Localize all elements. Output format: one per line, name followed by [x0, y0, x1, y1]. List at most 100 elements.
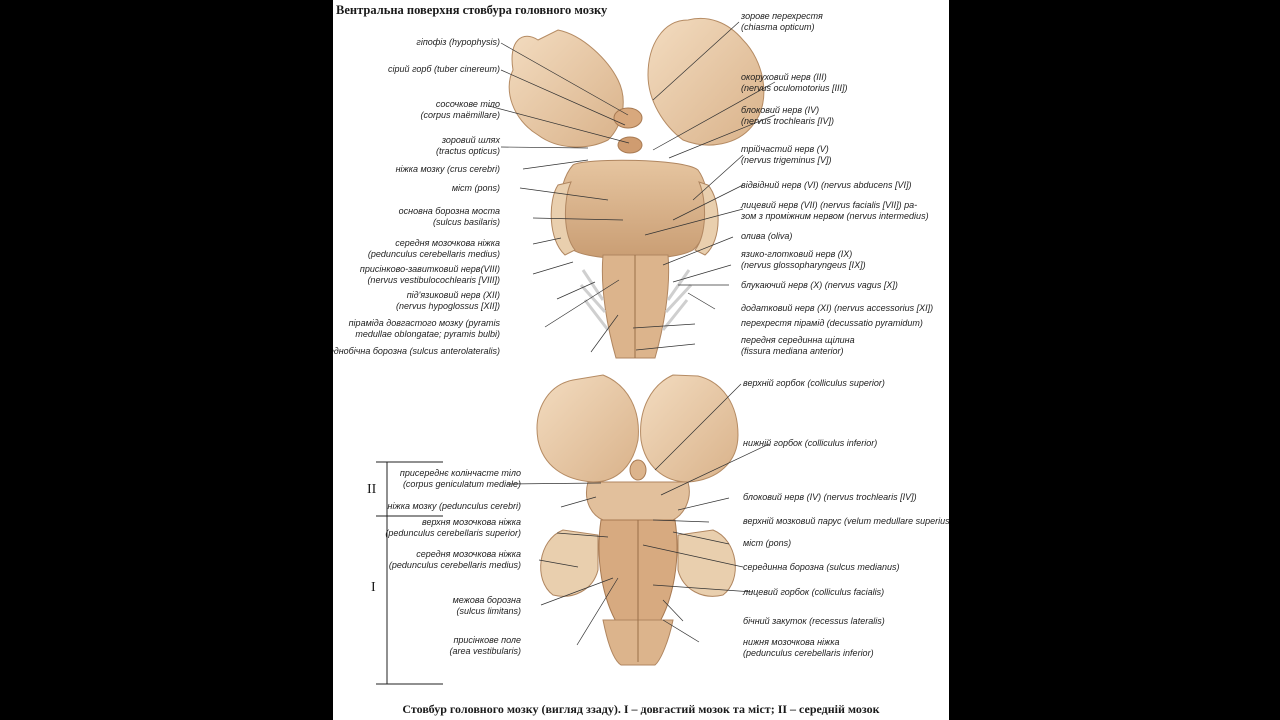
right-temporal-lobe [647, 17, 765, 146]
label-ped_inf: нижня мозочкова ніжка(pedunculus cerebel… [743, 637, 874, 659]
hypophysis-shape [613, 107, 643, 129]
mamillary-shape [617, 136, 643, 154]
label-tuber: сірий горб (tuber cinereum) [388, 64, 500, 75]
label-line: трійчастий нерв (V) [741, 144, 829, 154]
label-line: (nervus trigeminus [V]) [741, 155, 832, 165]
label-line: передня серединна щілина [741, 335, 855, 345]
label-mamillare: сосочкове тіло(corpus maёmillare) [420, 99, 500, 121]
leader-lines [488, 21, 776, 646]
label-line: (area vestibularis) [449, 646, 521, 656]
label-line: ніжка мозку (crus cerebri) [395, 164, 500, 174]
figure-caption: Стовбур головного мозку (вигляд ззаду). … [402, 702, 880, 716]
label-line: серединна борозна (sulcus medianus) [743, 562, 900, 572]
label-facialis: лицевий горбок (colliculus facialis) [743, 587, 884, 598]
label-line: (sulcus limitans) [456, 606, 521, 616]
label-vii: лицевий нерв (VII) (nervus facialis [VII… [741, 200, 929, 222]
label-xii: під'язиковий нерв (XII)(nervus hypogloss… [396, 290, 500, 312]
label-iii: окоруховий нерв (III)(nervus oculomotori… [741, 72, 848, 94]
label-line: окоруховий нерв (III) [741, 72, 827, 82]
label-xi: додатковий нерв (XI) (nervus accessorius… [741, 303, 933, 314]
label-line: переднобічна борозна (sulcus anterolater… [333, 346, 500, 356]
label-sulcus_basilaris: основна борозна моста(sulcus basilaris) [399, 206, 500, 228]
label-line: (nervus trochlearis [IV]) [741, 116, 835, 126]
label-coll_sup: верхній горбок (colliculus superior) [743, 378, 885, 389]
label-line: олива (oliva) [741, 231, 793, 241]
label-vestib: присінкове поле(area vestibularis) [449, 635, 521, 657]
label-ped_sup: верхня мозочкова ніжка(pedunculus cerebe… [385, 517, 521, 539]
label-medianus: серединна борозна (sulcus medianus) [743, 562, 899, 573]
label-line: лицевий горбок (colliculus facialis) [743, 587, 885, 597]
left-nerve-roots [579, 269, 610, 331]
label-iv2: блоковий нерв (IV) (nervus trochlearis [… [743, 492, 917, 503]
label-line: (fissura mediana anterior) [741, 346, 844, 356]
label-limitans: межова борозна(sulcus limitans) [453, 595, 521, 617]
label-line: верхній мозковий парус (velum medullare … [743, 516, 949, 526]
label-line: (corpus geniculatum mediale) [402, 479, 521, 489]
label-line: (tractus opticus) [435, 146, 500, 156]
label-line: середня мозочкова ніжка [395, 238, 500, 248]
label-line: присінкове поле [453, 635, 521, 645]
label-vi: відвідний нерв (VI) (nervus abducens [VI… [741, 180, 912, 191]
label-line: середня мозочкова ніжка [416, 549, 521, 559]
label-pons: міст (pons) [452, 183, 500, 194]
dorsal-brainstem-drawing [536, 374, 739, 666]
label-recessus: бічний закуток (recessus lateralis) [743, 616, 885, 627]
left-middle-peduncle-dorsal [540, 529, 599, 597]
label-line: ніжка мозку (pedunculus cerebri) [387, 501, 521, 511]
label-line: (nervus oculomotorius [III]) [741, 83, 848, 93]
label-line: medullae oblongatae; pyramis bulbi) [355, 329, 500, 339]
label-line: зорове перехрестя [741, 11, 823, 21]
label-line: (nervus vestibulocochlearis [VIII]) [367, 275, 500, 285]
label-line: (nervus hypoglossus [XII]) [395, 301, 500, 311]
section-mark-ii: II [367, 482, 377, 497]
label-oliva: олива (oliva) [741, 231, 792, 242]
label-line: під'язиковий нерв (XII) [406, 290, 500, 300]
label-line: (pedunculus cerebellaris medius) [367, 249, 500, 259]
label-line: нижня мозочкова ніжка [743, 637, 840, 647]
label-line: бічний закуток (recessus lateralis) [743, 616, 885, 626]
label-line: сірий горб (tuber cinereum) [388, 64, 500, 74]
label-line: (sulcus basilaris) [432, 217, 500, 227]
label-line: основна борозна моста [398, 206, 500, 216]
label-line: сосочкове тіло [435, 99, 500, 109]
label-line: верхня мозочкова ніжка [421, 517, 521, 527]
label-genic: присереднє колінчасте тіло(corpus genicu… [400, 468, 521, 490]
label-line: (chiasma opticum) [741, 22, 815, 32]
label-ped_med2: середня мозочкова ніжка(pedunculus cereb… [389, 549, 521, 571]
label-hypophysis: гіпофіз (hypophysis) [416, 37, 500, 48]
label-line: перехрестя пірамід (decussatio pyramidum… [741, 318, 923, 328]
label-line: (nervus glossopharyngeus [IX]) [741, 260, 866, 270]
label-tractus: зоровий шлях(tractus opticus) [436, 135, 500, 157]
label-viii: присінково-завитковий нерв(VIII)(nervus … [360, 264, 500, 286]
label-coll_inf: нижній горбок (colliculus inferior) [743, 438, 877, 449]
label-chiasma: зорове перехрестя(chiasma opticum) [741, 11, 823, 33]
label-anterolat: переднобічна борозна (sulcus anterolater… [333, 346, 500, 357]
label-velum: верхній мозковий парус (velum medullare … [743, 516, 949, 527]
label-line: блукаючий нерв (X) (nervus vagus [X]) [741, 280, 898, 290]
label-line: піраміда довгастого мозку (pyramis [348, 318, 500, 328]
label-fissura: передня серединна щілина(fissura mediana… [741, 335, 855, 357]
ventral-brainstem-drawing [508, 17, 765, 359]
figure-title: Вентральна поверхня стовбура головного м… [336, 3, 608, 17]
label-line: міст (pons) [743, 538, 792, 548]
label-decussatio: перехрестя пірамід (decussatio pyramidum… [741, 318, 923, 329]
figure-sheet: Вентральна поверхня стовбура головного м… [333, 0, 949, 720]
label-line: верхній горбок (colliculus superior) [743, 378, 885, 388]
label-ped_cerebri: ніжка мозку (pedunculus cerebri) [388, 501, 521, 512]
label-ped_medius: середня мозочкова ніжка(pedunculus cereb… [368, 238, 500, 260]
pons-shape [559, 159, 709, 260]
label-line: межова борозна [452, 595, 521, 605]
label-line: блоковий нерв (IV) [741, 105, 820, 115]
label-line: лицевий нерв (VII) (nervus facialis [VII… [741, 200, 918, 210]
label-line: язико-глотковий нерв (IX) [741, 249, 853, 259]
label-line: (corpus maёmillare) [420, 110, 500, 120]
label-crus: ніжка мозку (crus cerebri) [396, 164, 500, 175]
left-hemisphere-dorsal [536, 374, 639, 483]
midbrain-dorsal [586, 481, 690, 521]
label-pons2: міст (pons) [743, 538, 791, 549]
label-line: зоровий шлях [441, 135, 500, 145]
label-line: гіпофіз (hypophysis) [416, 37, 500, 47]
right-hemisphere-dorsal [640, 374, 739, 483]
label-ix: язико-глотковий нерв (IX)(nervus glossop… [741, 249, 866, 271]
section-bracket [376, 461, 443, 685]
